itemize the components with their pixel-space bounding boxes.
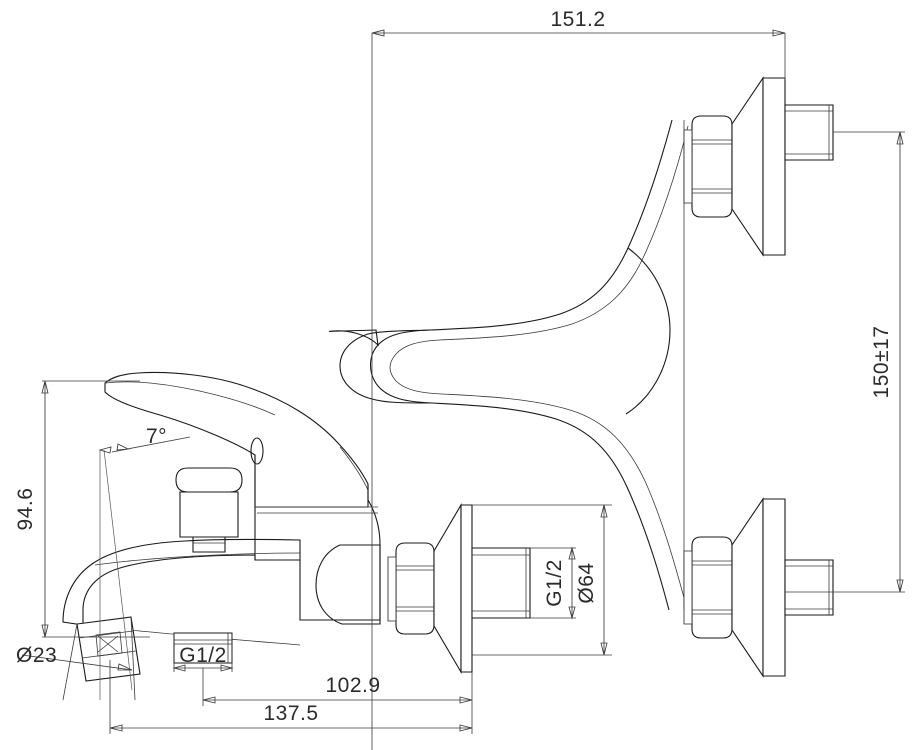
diverter-knob-stem: [192, 536, 226, 553]
lower-wall-connector: [683, 497, 834, 678]
dim-g12-arrow-right: [220, 664, 234, 672]
dim-150-17-text: 150±17: [870, 326, 893, 399]
dim-g12r-arrow-top: [568, 546, 576, 560]
dim-137-5-arrow-left: [109, 724, 123, 732]
dim-g12-right-text: G1/2: [543, 559, 566, 607]
dim-102-9-text: 102.9: [325, 674, 380, 697]
side-ball-joint: [315, 544, 381, 625]
upper-escutcheon-cone: [731, 76, 764, 257]
aerator-cross-box: [95, 631, 123, 657]
dim-d23-text: Ø23: [16, 644, 57, 667]
dim-d64-arrow-bottom: [600, 642, 608, 656]
aerator-housing: [76, 616, 141, 682]
side-escutcheon-cone: [433, 502, 462, 675]
aerator-assembly: [76, 616, 141, 682]
dim-102-9-arrow-left: [202, 696, 216, 704]
dim-d23: Ø23: [16, 616, 136, 701]
dim-g12r-arrow-bottom: [568, 606, 576, 620]
dim-150-17-arrow-bottom: [896, 579, 904, 593]
lower-escutcheon-flange: [762, 498, 786, 677]
mixer-body-outline-top: [369, 119, 673, 611]
mixer-body-left-round-top: [339, 329, 433, 404]
dim-137-5: 137.5: [109, 660, 473, 734]
dim-g12-bottom-text: G1/2: [179, 644, 227, 667]
dim-d23-line: [21, 654, 133, 671]
dim-151-2: 151.2: [371, 8, 786, 750]
dim-137-5-arrow-right: [459, 724, 473, 732]
top-view-group: [329, 76, 834, 678]
dim-g12-bottom: G1/2: [172, 633, 234, 672]
dim-g12-arrow-left: [172, 664, 186, 672]
dim-151-2-text: 151.2: [550, 8, 605, 31]
side-threaded-stub: [471, 547, 531, 619]
dim-151-2-arrow-right: [772, 29, 786, 37]
dim-d23-ext-a: [62, 623, 78, 701]
spout-upper-sweep: [94, 552, 301, 566]
dim-angle-7: 7°: [98, 425, 191, 700]
diverter-knob-cap: [175, 467, 243, 493]
side-nut-collar: [387, 556, 397, 622]
lever-handle-outline: [104, 371, 369, 508]
dim-94-6: 94.6: [14, 380, 150, 638]
dim-d23-arrow: [117, 663, 133, 671]
upper-threaded-stub: [784, 104, 834, 161]
dim-150-17: 150±17: [785, 131, 905, 593]
side-wall-connector: [315, 502, 531, 675]
diverter-knob-body: [179, 491, 239, 538]
aerator-flow-cross: [97, 635, 119, 653]
dim-137-5-text: 137.5: [263, 702, 318, 725]
dim-d64-arrow-top: [600, 504, 608, 518]
dim-94-6-arrow-bottom: [41, 624, 49, 638]
upper-nut-collar: [683, 129, 693, 204]
side-escutcheon-flange: [460, 504, 473, 673]
lower-hex-nut: [691, 536, 733, 639]
mixer-body-left-cap-top: [329, 329, 379, 347]
dim-angle-7-text: 7°: [146, 425, 167, 448]
angle-ref-inclined: [103, 449, 133, 691]
dim-102-9-arrow-right: [459, 696, 473, 704]
lower-escutcheon-cone: [731, 497, 764, 678]
lever-pivot-oval: [250, 437, 264, 465]
dim-102-9: 102.9: [202, 668, 473, 706]
upper-escutcheon-flange: [762, 77, 786, 256]
dim-d64-text: Ø64: [575, 562, 598, 603]
dim-d23-ext-b: [130, 616, 136, 701]
lower-threaded-stub: [784, 559, 834, 616]
mixer-body-inner-contour-top: [389, 125, 689, 606]
dim-150-17-arrow-top: [896, 131, 904, 145]
dim-94-6-arrow-top: [41, 380, 49, 394]
dim-g12-right: G1/2: [530, 546, 576, 620]
lever-handle-rear-slope: [339, 446, 369, 491]
angle-7-arrow-1: [98, 446, 112, 454]
dim-d64: Ø64: [472, 504, 612, 656]
spout-outline-side: [62, 538, 301, 626]
lever-handle-lip: [104, 381, 276, 416]
upper-wall-connector: [683, 76, 834, 257]
dim-94-6-text: 94.6: [14, 488, 37, 531]
lower-nut-collar: [683, 550, 693, 625]
mixer-body-neck-side: [254, 455, 381, 621]
upper-hex-nut: [691, 115, 733, 218]
mixer-body-right-bulb-top: [625, 247, 671, 415]
dim-151-2-arrow-left: [371, 29, 385, 37]
diverter-knob: [175, 467, 243, 553]
side-view-group: [62, 371, 531, 682]
side-hex-nut: [395, 542, 435, 635]
angle-7-arrow-2: [116, 443, 130, 451]
